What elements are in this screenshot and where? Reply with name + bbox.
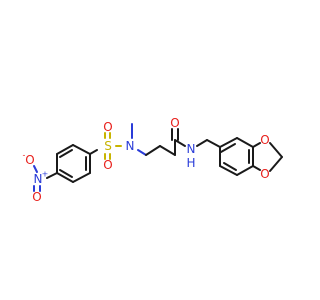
- bond: [145, 145, 161, 156]
- bond: [59, 149, 73, 158]
- bond: [252, 142, 261, 148]
- bond: [223, 162, 237, 171]
- bond: [72, 172, 91, 183]
- bond: [89, 149, 98, 155]
- dioxole-oxygen-lower: O: [260, 167, 269, 181]
- nitro-nitrogen: N: [34, 172, 43, 186]
- nitro-nitrogen-charge: +: [42, 170, 49, 179]
- bond: [72, 144, 91, 155]
- nitro-oxygen-charge: -: [23, 151, 26, 160]
- bond: [206, 139, 221, 148]
- amide-hydrogen: H: [186, 156, 195, 170]
- bond: [46, 172, 58, 179]
- bond: [56, 172, 74, 183]
- amide-nitrogen: N: [187, 142, 196, 156]
- atom-layer: O - N + O S O O N O N H O O: [23, 116, 270, 204]
- bond: [59, 169, 73, 178]
- bond: [269, 156, 283, 172]
- bond: [219, 165, 238, 176]
- sulfonyl-sulfur: S: [104, 139, 112, 153]
- bond-layer: [33, 123, 283, 192]
- nitro-oxygen-lower: O: [32, 190, 41, 204]
- sulfonyl-oxygen-lower: O: [103, 158, 112, 172]
- sulfonamide-nitrogen: N: [126, 139, 135, 153]
- carbonyl-oxygen: O: [170, 116, 179, 130]
- nitro-oxygen-upper: O: [25, 153, 34, 167]
- sulfonyl-oxygen-upper: O: [103, 120, 112, 134]
- bond: [159, 145, 176, 156]
- bond: [236, 137, 254, 148]
- bond: [137, 149, 147, 156]
- bond: [252, 165, 261, 171]
- bond: [236, 165, 254, 176]
- dioxole-oxygen-upper: O: [260, 133, 269, 147]
- bond: [174, 139, 186, 147]
- bond: [219, 137, 238, 148]
- bond: [220, 143, 236, 153]
- molecule-structure: O - N + O S O O N O N H O O: [23, 116, 283, 204]
- bond: [196, 139, 208, 147]
- bond: [33, 165, 38, 173]
- bond: [269, 142, 283, 158]
- bond: [56, 144, 74, 155]
